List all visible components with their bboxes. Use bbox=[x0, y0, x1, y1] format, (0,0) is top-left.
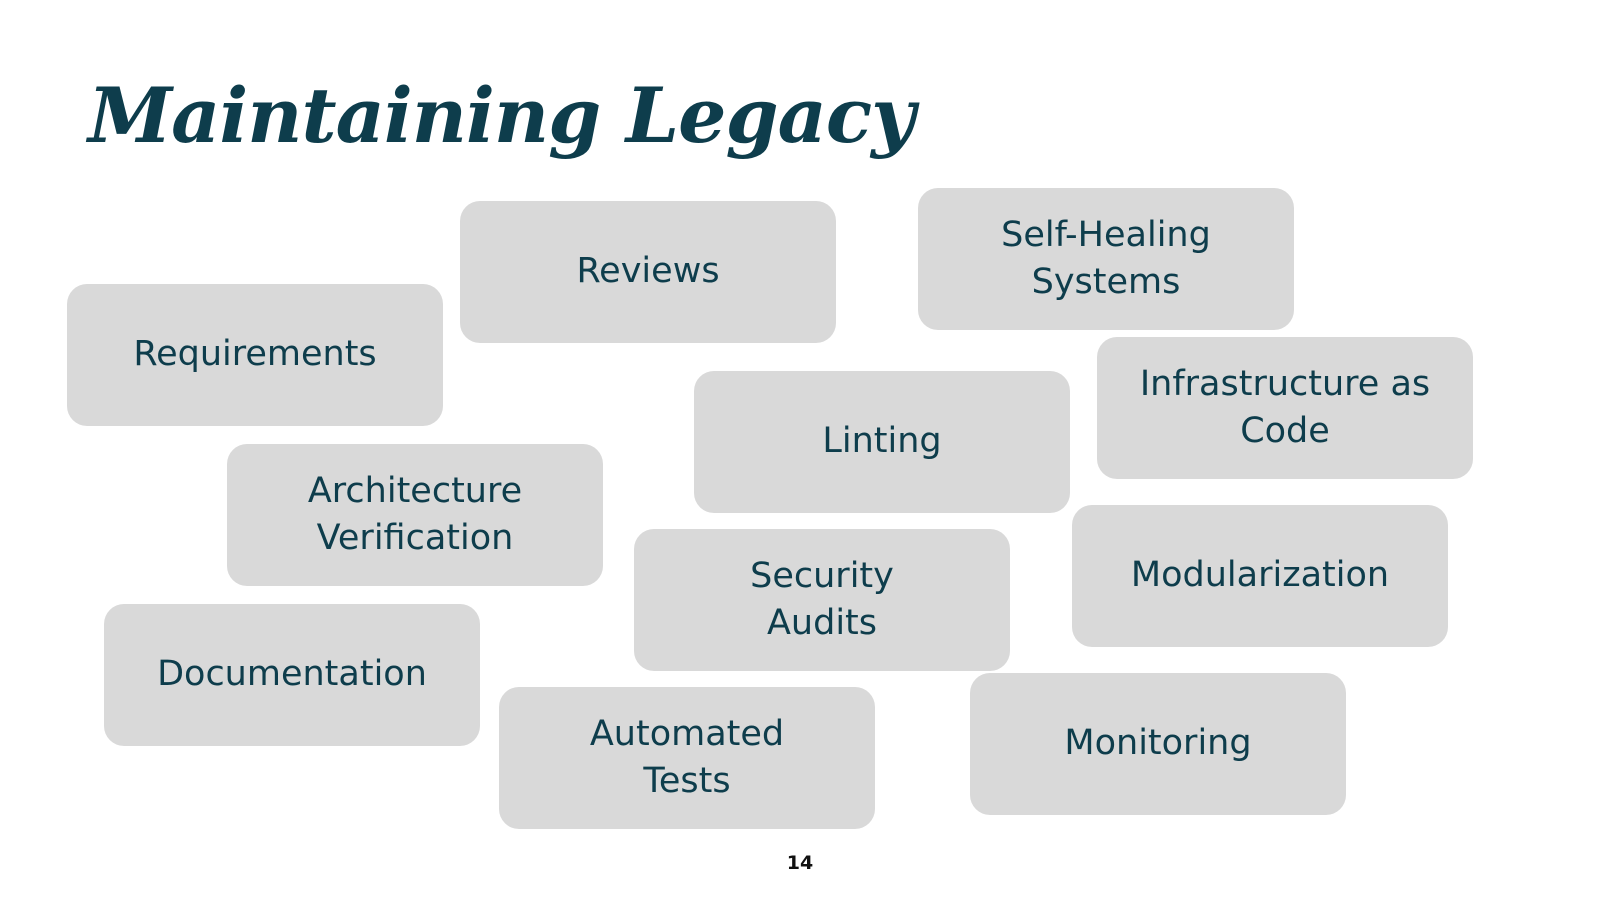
box-documentation: Documentation bbox=[104, 604, 480, 746]
box-security-audits: Security Audits bbox=[634, 529, 1010, 671]
box-label: Architecture Verification bbox=[307, 470, 523, 558]
box-requirements: Requirements bbox=[67, 284, 443, 426]
box-label: Monitoring bbox=[1064, 723, 1252, 764]
box-label: Documentation bbox=[157, 654, 427, 695]
box-infrastructure-as-code: Infrastructure as Code bbox=[1097, 337, 1473, 479]
box-linting: Linting bbox=[694, 371, 1070, 513]
box-label: Reviews bbox=[576, 251, 720, 292]
box-architecture-verification: Architecture Verification bbox=[227, 444, 603, 586]
box-label: Requirements bbox=[133, 334, 377, 375]
box-label: Linting bbox=[822, 421, 942, 462]
slide-title: Maintaining Legacy bbox=[88, 71, 915, 160]
box-label: Automated Tests bbox=[589, 713, 785, 801]
box-label: Self-Healing Systems bbox=[1001, 214, 1211, 302]
box-label: Security Audits bbox=[750, 555, 894, 643]
box-monitoring: Monitoring bbox=[970, 673, 1346, 815]
box-automated-tests: Automated Tests bbox=[499, 687, 875, 829]
box-reviews: Reviews bbox=[460, 201, 836, 343]
page-number: 14 bbox=[786, 852, 814, 874]
box-label: Infrastructure as Code bbox=[1139, 363, 1431, 451]
box-modularization: Modularization bbox=[1072, 505, 1448, 647]
box-label: Modularization bbox=[1130, 555, 1390, 596]
box-self-healing-systems: Self-Healing Systems bbox=[918, 188, 1294, 330]
